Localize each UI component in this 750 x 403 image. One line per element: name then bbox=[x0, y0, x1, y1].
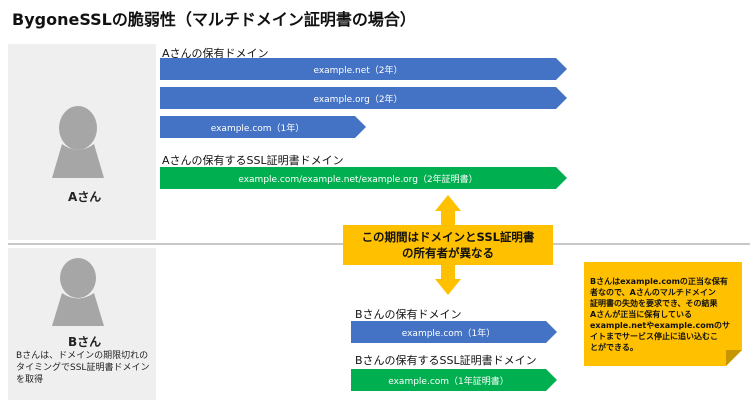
a-domain-arrow-com: example.com（1年） bbox=[160, 116, 366, 138]
a-domains-label: Aさんの保有ドメイン bbox=[162, 47, 269, 60]
person-a-avatar-icon bbox=[52, 106, 104, 178]
note-line: Bさんはexample.comの正当な保有 bbox=[590, 277, 728, 286]
callout-double-arrow bbox=[343, 195, 553, 295]
b-cert-arrow: example.com（1年証明書） bbox=[351, 369, 557, 391]
callout-text: この期間はドメインとSSL証明書 の所有者が異なる bbox=[343, 226, 553, 264]
a-domain-com-text: example.com（1年） bbox=[210, 123, 305, 134]
note-line: Aさんが正当に保有している bbox=[590, 310, 692, 319]
note-line: example.netやexample.comのサ bbox=[590, 321, 731, 330]
callout-line-1: この期間はドメインとSSL証明書 bbox=[361, 230, 535, 244]
person-b-name: Bさん bbox=[68, 335, 102, 349]
person-a-name: Aさん bbox=[68, 190, 102, 204]
a-domain-arrow-org: example.org（2年） bbox=[160, 87, 567, 109]
b-cert-text: example.com（1年証明書） bbox=[388, 376, 509, 387]
page-title: BygoneSSLの脆弱性（マルチドメイン証明書の場合） bbox=[12, 10, 416, 29]
person-b-description: Bさんは、ドメインの期限切れのタイミングでSSL証明書ドメインを取得 bbox=[16, 351, 150, 385]
a-cert-label: Aさんの保有するSSL証明書ドメイン bbox=[162, 154, 344, 167]
note-line: とができる。 bbox=[590, 343, 638, 352]
note-text: Bさんはexample.comの正当な保有 者なので、Aさんのマルチドメイン 証… bbox=[590, 276, 738, 353]
a-domain-arrow-net: example.net（2年） bbox=[160, 58, 567, 80]
a-cert-text: example.com/example.net/example.org（2年証明… bbox=[238, 174, 478, 185]
note-line: イトまでサービス停止に追い込むこ bbox=[590, 332, 718, 341]
b-domains-label: Bさんの保有ドメイン bbox=[355, 308, 462, 321]
b-domain-arrow-com: example.com（1年） bbox=[351, 321, 557, 343]
note-box bbox=[584, 262, 742, 366]
b-domain-com-text: example.com（1年） bbox=[401, 328, 496, 339]
a-domain-org-text: example.org（2年） bbox=[313, 94, 403, 105]
a-cert-arrow: example.com/example.net/example.org（2年証明… bbox=[160, 167, 567, 189]
callout-line-2: の所有者が異なる bbox=[402, 246, 494, 260]
b-cert-label: Bさんの保有するSSL証明書ドメイン bbox=[355, 354, 537, 367]
person-b-avatar-icon bbox=[52, 258, 104, 326]
note-line: 者なので、Aさんのマルチドメイン bbox=[590, 288, 716, 297]
a-domain-net-text: example.net（2年） bbox=[313, 65, 403, 76]
note-line: 証明書の失効を要求でき、その結果 bbox=[590, 299, 718, 308]
